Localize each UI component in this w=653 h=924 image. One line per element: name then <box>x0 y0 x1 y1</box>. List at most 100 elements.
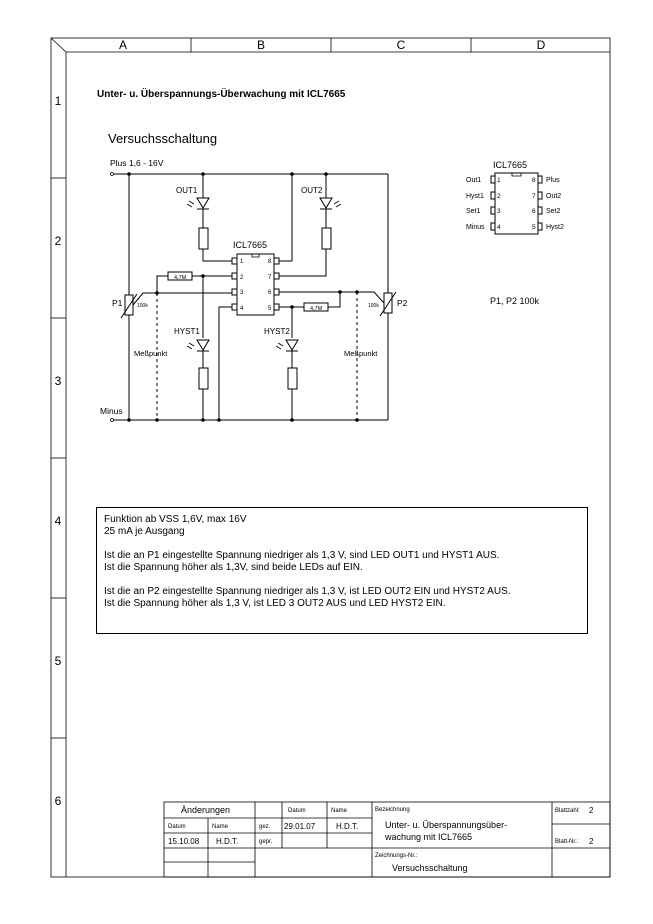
out2-to-pin7 <box>279 249 327 277</box>
tb-bezeichnung-label: Bezeichnung <box>375 807 410 813</box>
pinout-left-name-2: Hyst1 <box>466 193 484 200</box>
row-label-1: 1 <box>55 94 62 108</box>
junction-dot <box>155 418 159 422</box>
tb-datum-label: Datum <box>288 808 306 814</box>
tb-gez-date: 29.01.07 <box>284 822 316 831</box>
led-hyst1-label: HYST1 <box>174 327 200 336</box>
ic-pin-num-2: 2 <box>240 275 244 281</box>
description-line: Ist die Spannung höher als 1,3 V, ist LE… <box>104 598 446 609</box>
column-label-b: B <box>257 38 265 52</box>
tb-zeichnungs-label: Zeichnungs-Nr.: <box>375 853 418 859</box>
led-out2-label: OUT2 <box>301 186 323 195</box>
ic-pin-num-1: 1 <box>240 259 244 265</box>
ic-pin-num-8: 8 <box>268 259 272 265</box>
led-hyst2-rays <box>275 342 284 350</box>
pin8-wire <box>279 174 293 262</box>
junction-dot <box>201 418 205 422</box>
led-hyst2-label: HYST2 <box>264 327 290 336</box>
pinout-ic-body <box>494 172 539 235</box>
tb-zeichnungs-value: Versuchsschaltung <box>392 863 468 873</box>
led-hyst1 <box>196 339 210 351</box>
pinout-left-num-1: 1 <box>497 177 501 184</box>
page-subtitle: Versuchsschaltung <box>108 131 217 146</box>
ic-pin-4 <box>231 303 238 311</box>
plus-terminal <box>110 172 114 176</box>
supply-plus-label: Plus 1,6 - 16V <box>110 158 164 168</box>
pinout-left-name-3: Set1 <box>466 208 481 215</box>
function-description-box: Funktion ab VSS 1,6V, max 16V 25 mA je A… <box>96 507 588 634</box>
led-out1-label: OUT1 <box>176 186 198 195</box>
led-hyst1-rays <box>186 342 195 350</box>
ic-pin-num-3: 3 <box>240 290 244 296</box>
tb-blattzahl-label: Blattzahl: <box>555 808 580 814</box>
resistor-hyst2 <box>287 367 298 390</box>
column-label-d: D <box>537 38 546 52</box>
out1-to-pin1 <box>202 249 232 262</box>
ic-pin-1 <box>231 257 238 265</box>
pinout-left-name-4: Minus <box>466 224 485 231</box>
title-block-frame <box>163 801 611 878</box>
pinout-right-num-8: 8 <box>532 177 536 184</box>
junction-dot <box>290 418 294 422</box>
tb-gepr-label: gepr. <box>259 839 273 845</box>
pinout-left-name-1: Out1 <box>466 177 481 184</box>
description-line: 25 mA je Ausgang <box>104 526 185 537</box>
pinout-right-num-6: 6 <box>532 208 536 215</box>
pinout-pin <box>490 191 496 200</box>
led-out1-rays <box>186 200 195 208</box>
led-out1 <box>196 197 210 209</box>
pinout-left-num-4: 4 <box>497 224 501 231</box>
pinout-right-num-7: 7 <box>532 193 536 200</box>
pinout-right-num-5: 5 <box>532 224 536 231</box>
resistor-4m7-left-label: 4,7M <box>174 275 187 281</box>
junction-dot <box>290 172 294 176</box>
hyst1-resistor-wire <box>156 275 168 293</box>
row-label-5: 5 <box>55 654 62 668</box>
tb-bezeichnung-line1: Unter- u. Überspannungsüber- <box>385 820 507 830</box>
pot-p1 <box>124 294 134 316</box>
junction-dot <box>155 291 159 295</box>
junction-dot <box>201 274 205 278</box>
pot-p1-arrow <box>120 293 138 319</box>
pot-p1-value: 100k <box>137 303 148 309</box>
tb-blatt-nr-value: 2 <box>589 837 594 846</box>
pinout-diagram: ICL7665 Out1 Hyst1 Set1 Minus 1 2 3 4 8 … <box>466 160 564 306</box>
ic-pin-num-7: 7 <box>268 275 272 281</box>
column-label-a: A <box>119 38 127 52</box>
pinout-right-name-7: Out2 <box>546 193 561 200</box>
row-label-3: 3 <box>55 374 62 388</box>
ic-icl7665 <box>236 253 275 316</box>
tb-change-name: H.D.T. <box>216 837 238 846</box>
p1-wiper-wire <box>132 292 232 306</box>
description-line: Ist die an P2 eingestellte Spannung nied… <box>104 586 511 597</box>
tb-name-col-label: Name <box>212 824 229 830</box>
description-line: Ist die an P1 eingestellte Spannung nied… <box>104 550 500 561</box>
ic-pin-8 <box>273 257 280 265</box>
row-label-4: 4 <box>55 514 62 528</box>
pinout-right-name-5: Hyst2 <box>546 224 564 231</box>
description-line: Funktion ab VSS 1,6V, max 16V <box>104 514 247 525</box>
junction-dot <box>324 172 328 176</box>
ic-pin-3 <box>231 288 238 296</box>
pinout-left-num-3: 3 <box>497 208 501 215</box>
pot-p1-label: P1 <box>112 298 123 308</box>
pot-value-note: P1, P2 100k <box>490 296 540 306</box>
tb-blattzahl-value: 2 <box>589 806 594 815</box>
pinout-title: ICL7665 <box>493 160 527 170</box>
pinout-right-name-8: Plus <box>546 177 560 184</box>
page-title: Unter- u. Überspannungs-Überwachung mit … <box>97 87 346 100</box>
tb-name-label: Name <box>331 808 348 814</box>
column-label-c: C <box>397 38 406 52</box>
tb-datum-col-label: Datum <box>168 824 186 830</box>
ic-pin-5 <box>273 303 280 311</box>
measure-point-right-label: Meßpunkt <box>344 349 378 358</box>
pot-p2-label: P2 <box>397 298 408 308</box>
led-hyst2 <box>285 339 299 351</box>
pot-p2-arrow <box>379 291 397 317</box>
hyst2-resistor-wire <box>328 292 341 308</box>
junction-dot <box>355 418 359 422</box>
resistor-4m7-right-label: 4,7M <box>310 306 323 312</box>
pin4-wire <box>218 306 232 420</box>
junction-dot <box>217 418 221 422</box>
ic-pin-7 <box>273 272 280 280</box>
